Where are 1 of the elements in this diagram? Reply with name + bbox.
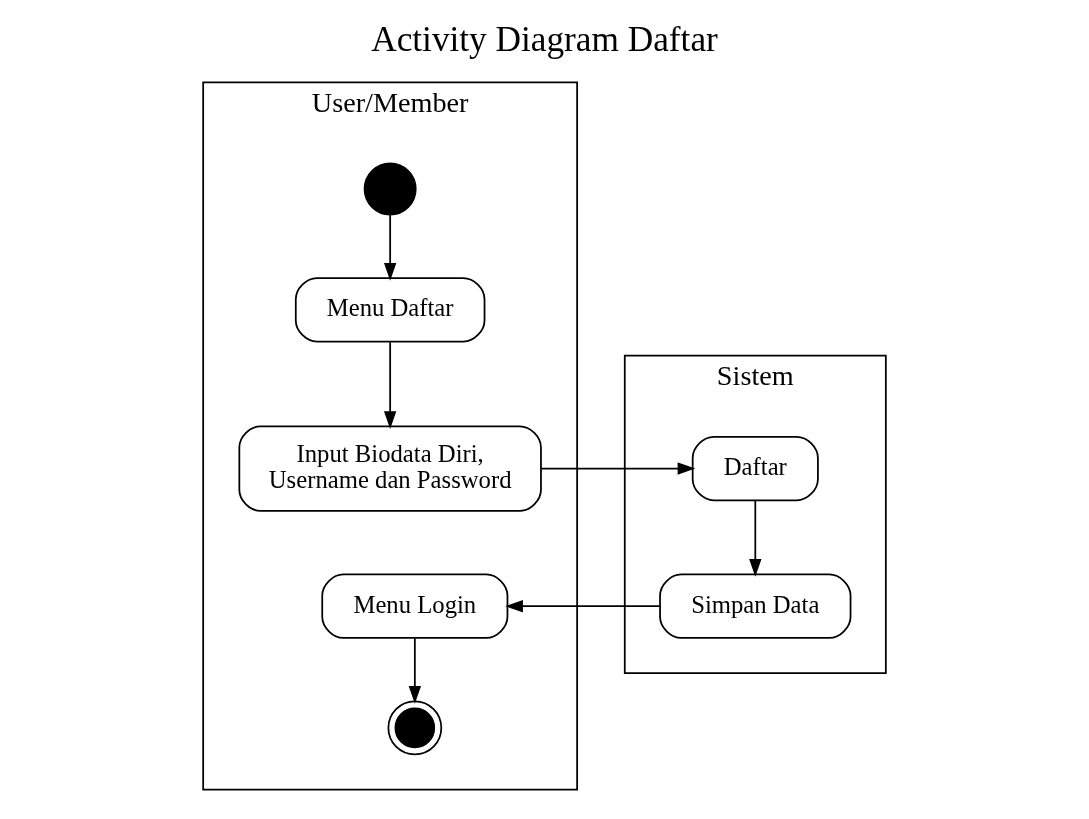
- diagram-title: Activity Diagram Daftar: [371, 19, 718, 59]
